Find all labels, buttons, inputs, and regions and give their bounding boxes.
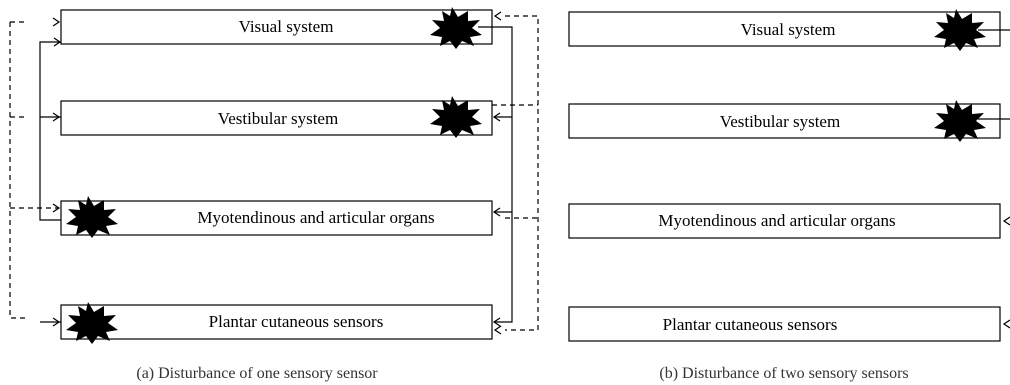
panel-a-left-arrowheads (52, 17, 62, 327)
panel-b-box-myotendinous (568, 203, 1001, 239)
panel-b-box-plantar (568, 306, 1001, 342)
panel-b-label-plantar: Plantar cutaneous sensors (663, 315, 838, 334)
panel-a-box-myotendinous (60, 200, 493, 236)
panel-a-label-vestibular: Vestibular system (218, 109, 338, 128)
panel-a-right-solid-bus (478, 26, 513, 323)
panel-b-label-visual: Visual system (741, 20, 836, 39)
panel-b: Visual system Vestibular system Myotendi… (568, 9, 1010, 382)
panel-a-left-solid-bus (39, 41, 61, 323)
panel-a-right-arrowheads (492, 11, 502, 335)
panel-b-vestibular-burst-icon (934, 100, 986, 142)
panel-b-right-arrowheads (1002, 216, 1010, 329)
panel-a-label-visual: Visual system (239, 17, 334, 36)
panel-b-right-lines (978, 29, 1010, 120)
panel-a-box-visual (60, 9, 493, 45)
panel-a-plantar-burst-icon (66, 302, 118, 344)
panel-a-myotendinous-burst-icon (66, 196, 118, 238)
panel-a: Visual system Vestibular system Myotendi… (9, 7, 539, 382)
panel-a-right-dashed-bus (492, 15, 539, 331)
panel-a-caption: (a) Disturbance of one sensory sensor (136, 365, 378, 382)
panel-b-box-vestibular (568, 103, 1001, 139)
panel-a-label-plantar: Plantar cutaneous sensors (209, 312, 384, 331)
panel-a-vestibular-burst-icon (430, 96, 482, 138)
panel-b-caption: (b) Disturbance of two sensory sensors (659, 365, 908, 382)
panel-a-box-plantar (60, 304, 493, 340)
panel-a-visual-burst-icon (430, 7, 482, 49)
panel-a-box-vestibular (60, 100, 493, 136)
panel-a-left-dashed-bus (9, 21, 58, 319)
panel-b-label-myotendinous: Myotendinous and articular organs (658, 211, 895, 230)
panel-b-box-visual (568, 11, 1001, 47)
panel-b-label-vestibular: Vestibular system (720, 112, 840, 131)
panel-b-visual-burst-icon (934, 9, 986, 51)
panel-a-label-myotendinous: Myotendinous and articular organs (197, 208, 434, 227)
